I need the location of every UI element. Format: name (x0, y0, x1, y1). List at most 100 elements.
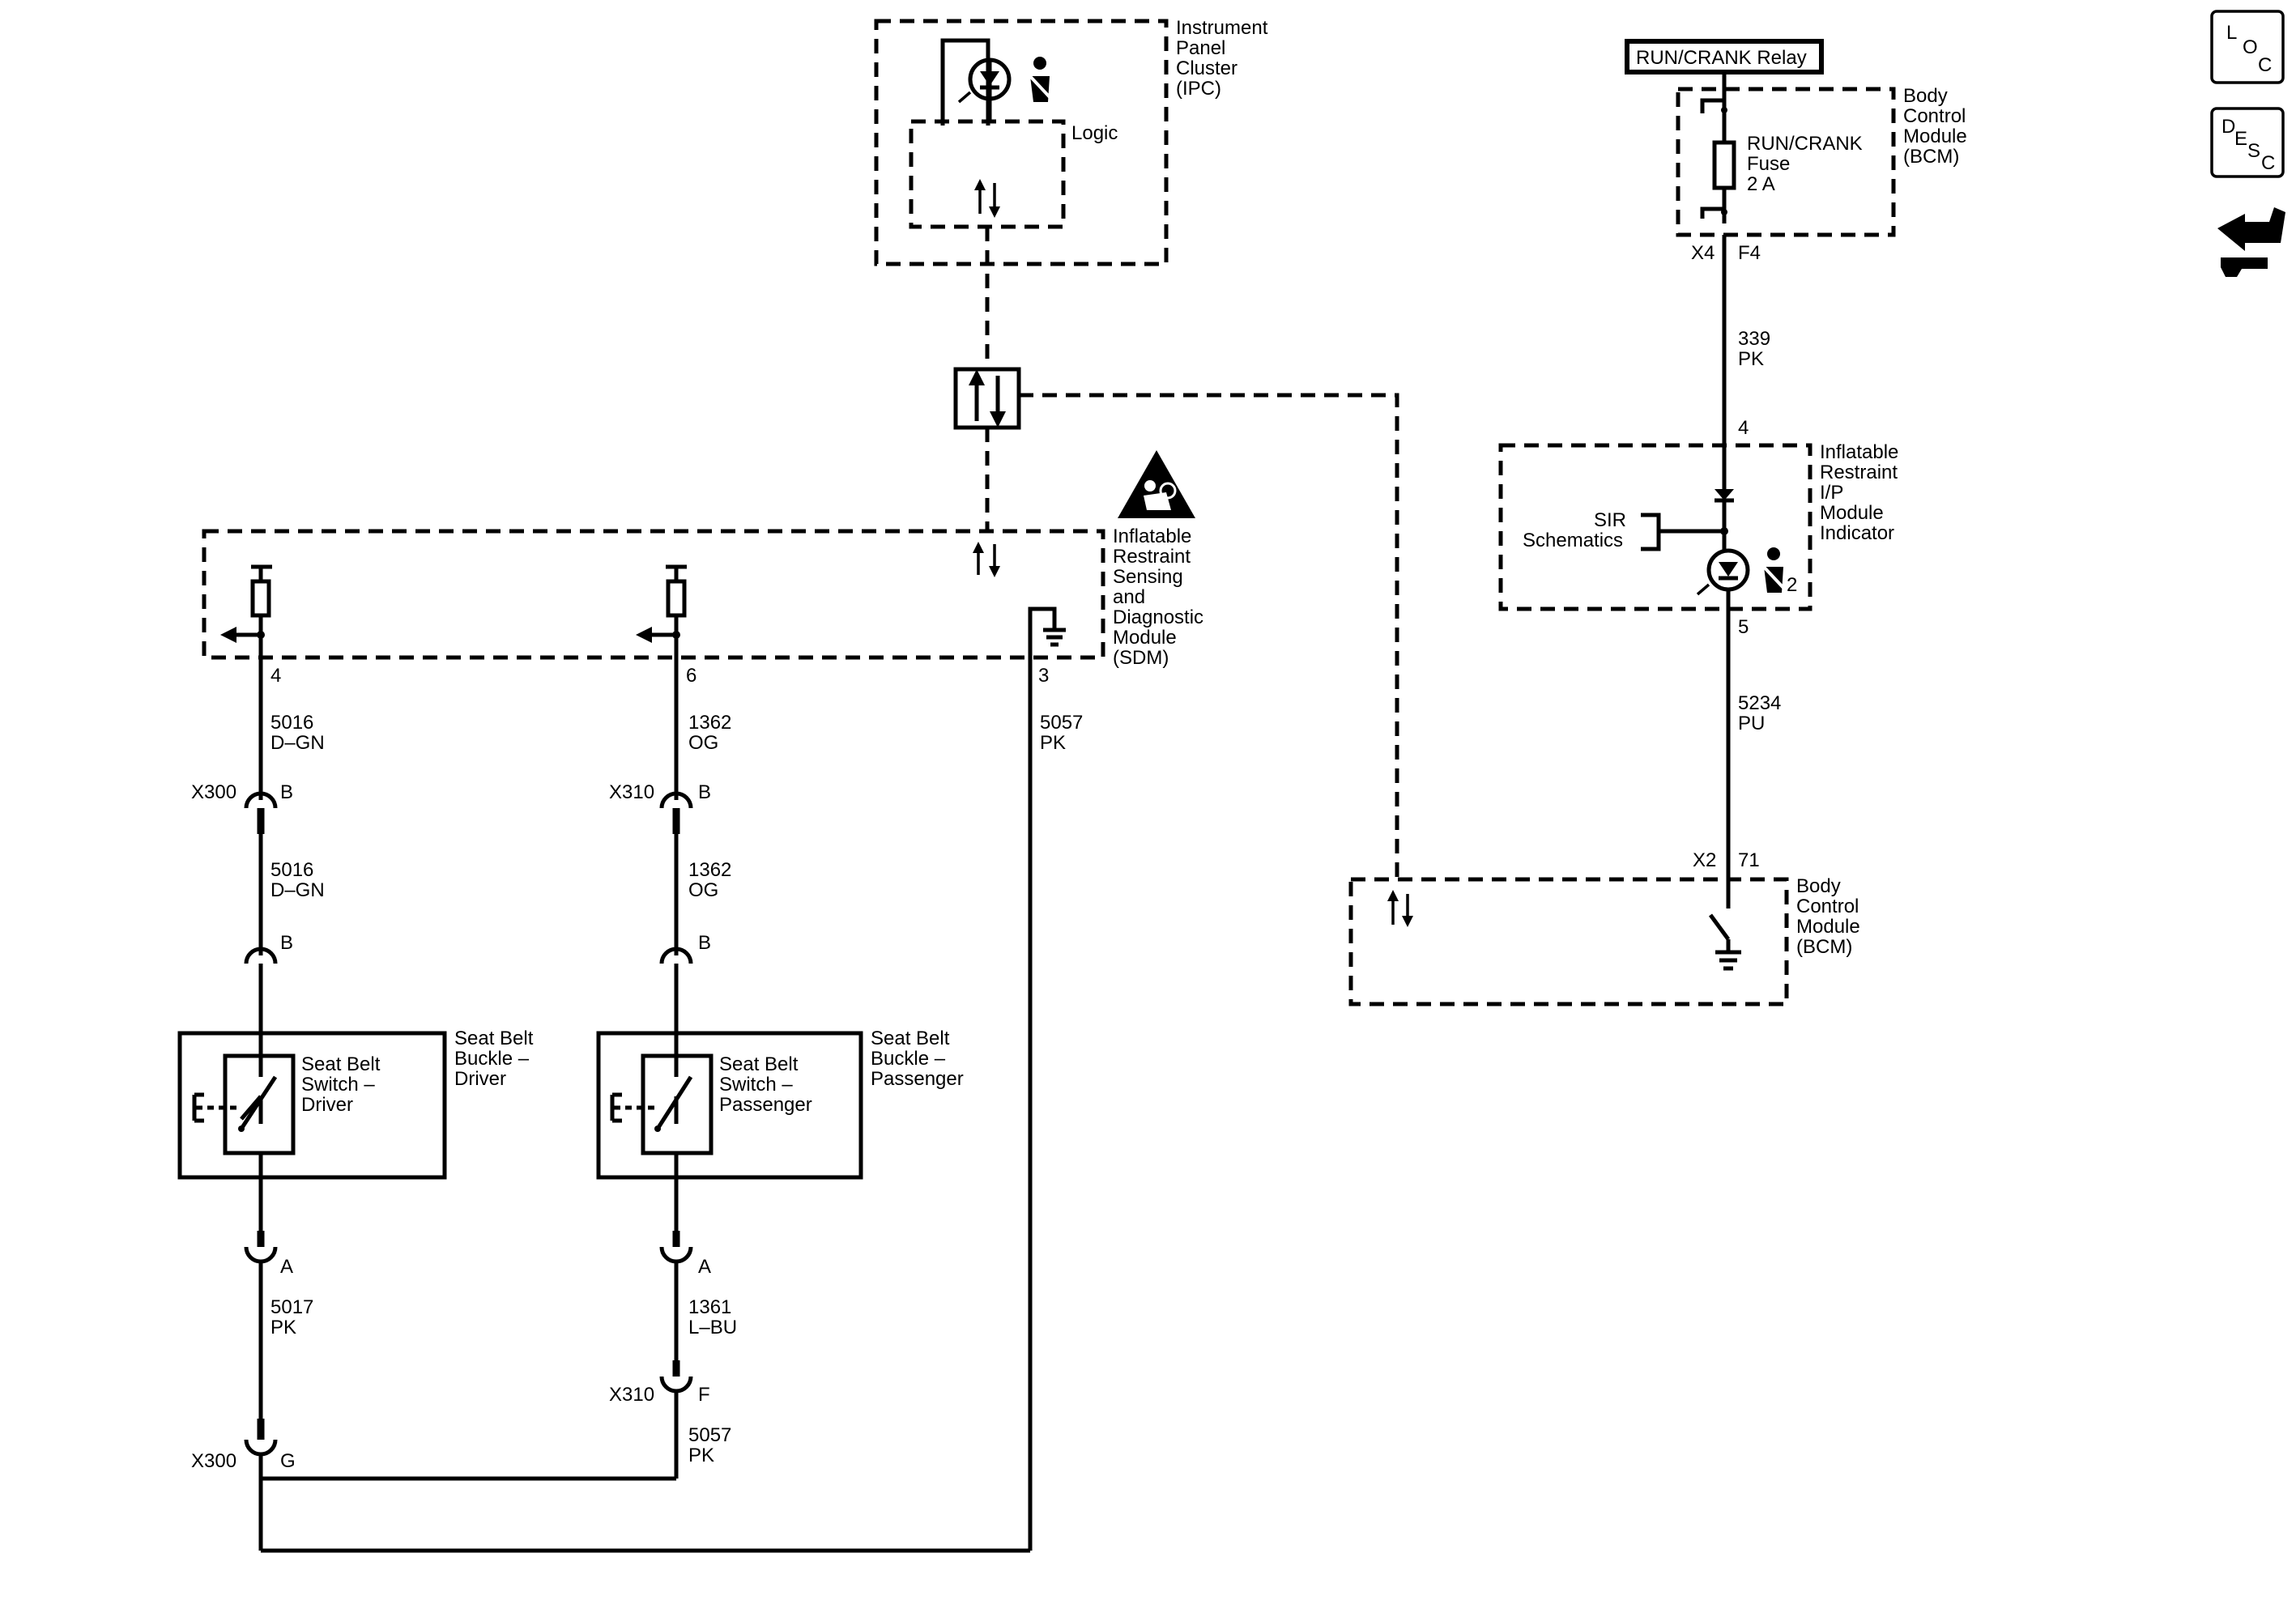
wire-5234: 5234 PU (1738, 692, 1781, 734)
wire-5017: 5017 PK (270, 1296, 313, 1338)
seatbelt-icon (1025, 57, 1053, 102)
svg-text:D: D (2221, 116, 2235, 138)
connector-x300-g: X300 (191, 1450, 236, 1472)
connector-icon[interactable] (2217, 207, 2285, 277)
svg-text:PK: PK (270, 1317, 296, 1338)
svg-text:L: L (2226, 22, 2237, 44)
wire-5016-upper: 5016 D–GN (270, 712, 325, 754)
fuse-label: RUN/CRANK Fuse 2 A (1747, 133, 1863, 195)
bcm-bottom-module: Body Control Module (BCM) (1348, 875, 1860, 1006)
driver-circuit: 5016 D–GN X300 B 5016 D–GN B Seat Belt B… (177, 657, 534, 1551)
bcm-pin-71: 71 (1738, 849, 1760, 871)
svg-text:Restraint: Restraint (1113, 546, 1191, 568)
svg-text:Instrument: Instrument (1176, 17, 1268, 39)
svg-text:Seat Belt: Seat Belt (871, 1028, 950, 1049)
wire-1362-lower: 1362 OG (688, 859, 731, 901)
svg-text:SIR: SIR (1594, 509, 1626, 531)
svg-text:RUN/CRANK Relay: RUN/CRANK Relay (1636, 47, 1807, 69)
connector-x310-pin-f: F (698, 1384, 710, 1406)
passenger-circuit: 1362 OG X310 B 1362 OG B Seat Belt Buckl… (261, 657, 964, 1481)
connector-x310: X310 (609, 781, 654, 803)
airbag-warning-icon (1118, 450, 1195, 518)
svg-text:Seat Belt: Seat Belt (301, 1053, 381, 1075)
svg-text:Diagnostic: Diagnostic (1113, 606, 1203, 628)
svg-text:Cluster: Cluster (1176, 57, 1237, 79)
indicator-title: Inflatable Restraint I/P Module Indicato… (1820, 441, 1898, 544)
svg-text:Switch –: Switch – (301, 1074, 375, 1096)
bcm-pin-x2: X2 (1693, 849, 1716, 871)
serial-data-icon (1387, 890, 1413, 927)
lamp-icon (1719, 562, 1738, 577)
svg-text:D–GN: D–GN (270, 879, 325, 901)
serial-data-icon (974, 179, 1000, 218)
svg-text:Schematics: Schematics (1523, 530, 1623, 551)
indicator-pin-4: 4 (1738, 417, 1749, 439)
svg-text:5057: 5057 (1040, 712, 1083, 734)
svg-text:RUN/CRANK: RUN/CRANK (1747, 133, 1863, 155)
serial-data-bus (953, 227, 1399, 879)
sdm-title: Inflatable Restraint Sensing and Diagnos… (1113, 526, 1203, 669)
sdm-pin-3: 3 (1038, 665, 1049, 687)
svg-text:5016: 5016 (270, 859, 313, 881)
svg-text:Inflatable: Inflatable (1820, 441, 1898, 463)
svg-text:Inflatable: Inflatable (1113, 526, 1191, 547)
svg-text:C: C (2258, 54, 2272, 76)
switch-driver-label: Seat Belt Switch – Driver (301, 1053, 381, 1116)
svg-text:Seat Belt: Seat Belt (719, 1053, 799, 1075)
buckle-passenger-label: Seat Belt Buckle – Passenger (871, 1028, 964, 1090)
sdm-pin-6: 6 (686, 665, 696, 687)
wire-1362-upper: 1362 OG (688, 712, 731, 754)
svg-text:Body: Body (1796, 875, 1841, 897)
svg-text:Fuse: Fuse (1747, 153, 1790, 175)
desc-icon[interactable]: D E S C (2210, 107, 2285, 178)
svg-text:5057: 5057 (688, 1424, 731, 1446)
indicator-mark: 2 (1787, 574, 1797, 596)
svg-text:Module: Module (1820, 502, 1884, 524)
svg-text:Control: Control (1796, 896, 1859, 917)
svg-text:1361: 1361 (688, 1296, 731, 1318)
svg-text:E: E (2234, 128, 2247, 150)
svg-text:O: O (2243, 36, 2258, 58)
connector-x310-f: X310 (609, 1384, 654, 1406)
svg-text:(BCM): (BCM) (1796, 936, 1852, 958)
wire-5057-lower: 5057 PK (688, 1424, 731, 1466)
indicator-module: 2 SIR Schematics Inflatable Restraint I/… (1498, 441, 1898, 611)
svg-text:D–GN: D–GN (270, 732, 325, 754)
seatbelt-icon (1759, 547, 1787, 593)
svg-text:(SDM): (SDM) (1113, 647, 1169, 669)
bcm-top-module: RUN/CRANK Fuse 2 A Body Control Module (… (1676, 85, 1967, 264)
svg-text:Passenger: Passenger (871, 1068, 964, 1090)
wire-5016-lower: 5016 D–GN (270, 859, 325, 901)
svg-text:5017: 5017 (270, 1296, 313, 1318)
svg-text:Panel: Panel (1176, 37, 1225, 59)
connector-x300-pin-b: B (280, 781, 293, 803)
svg-text:Passenger: Passenger (719, 1094, 812, 1116)
svg-text:PK: PK (688, 1445, 714, 1466)
svg-text:2 A: 2 A (1747, 173, 1775, 195)
ipc-module: Logic Instrument Panel Cluster (IPC) (874, 17, 1268, 266)
svg-text:Buckle –: Buckle – (871, 1048, 946, 1070)
svg-text:Driver: Driver (301, 1094, 353, 1116)
buckle-driver-pin-b: B (280, 932, 293, 954)
svg-text:Driver: Driver (454, 1068, 506, 1090)
loc-icon[interactable]: L O C (2210, 10, 2285, 84)
svg-text:(BCM): (BCM) (1903, 146, 1959, 168)
svg-text:C: C (2261, 152, 2275, 174)
sdm-pin-4: 4 (270, 665, 281, 687)
sdm-module: Inflatable Restraint Sensing and Diagnos… (202, 450, 1203, 687)
buckle-driver-box (177, 1031, 447, 1180)
svg-text:1362: 1362 (688, 859, 731, 881)
svg-text:Sensing: Sensing (1113, 566, 1183, 588)
svg-text:Module: Module (1903, 126, 1967, 147)
svg-text:Restraint: Restraint (1820, 462, 1898, 483)
ipc-title: Instrument Panel Cluster (IPC) (1176, 17, 1268, 100)
serial-data-icon (973, 542, 1000, 577)
buckle-passenger-box (596, 1031, 863, 1180)
svg-text:OG: OG (688, 879, 718, 901)
buckle-passenger-pin-b: B (698, 932, 711, 954)
ipc-logic-label: Logic (1071, 122, 1118, 144)
svg-text:Module: Module (1113, 627, 1177, 649)
svg-text:1362: 1362 (688, 712, 731, 734)
svg-text:Body: Body (1903, 85, 1948, 107)
